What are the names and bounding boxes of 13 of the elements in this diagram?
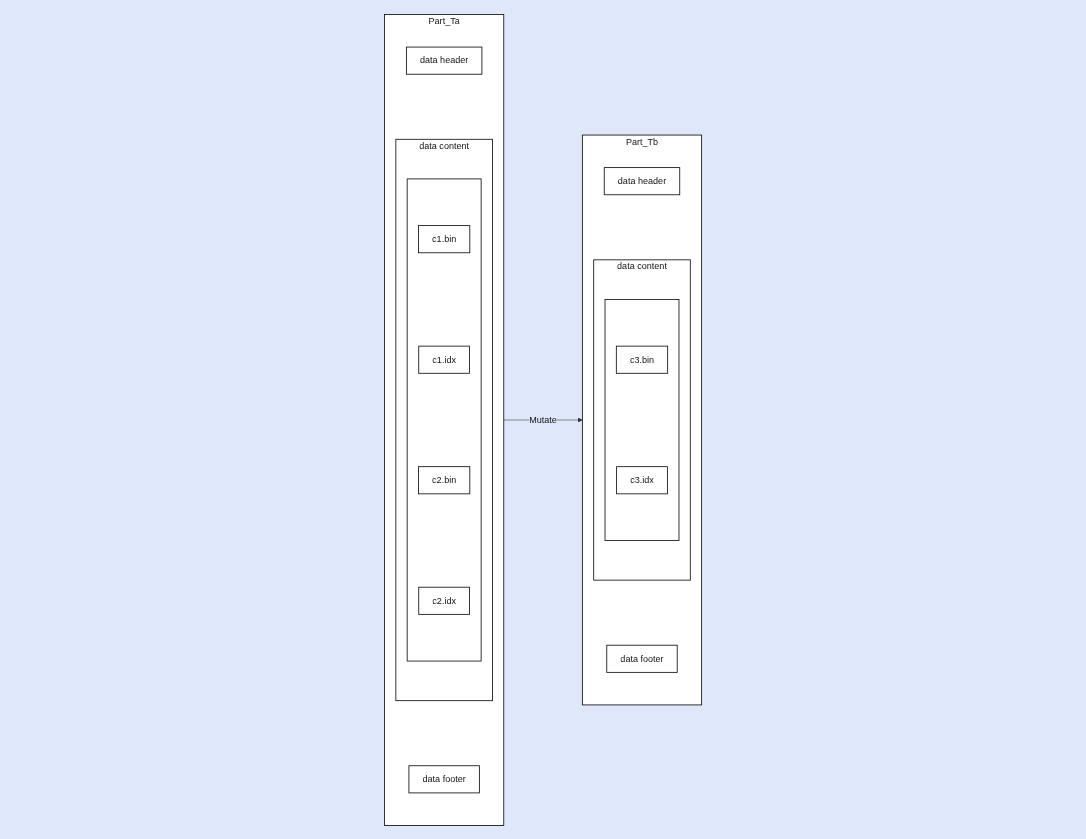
node-box: data footer [606,644,678,673]
node-box: data header [603,166,681,195]
node-box: data footer [408,764,480,793]
node-box: c1.bin [417,224,471,253]
node-box: c2.bin [417,465,471,494]
cluster [604,298,680,541]
cluster [406,178,482,661]
node-box: c2.idx [418,586,470,615]
node-box: c3.bin [615,345,668,374]
node-box: c3.idx [616,465,668,494]
node-box: c1.idx [418,345,470,374]
node-box: data header [405,46,483,75]
edge-label: Mutate [529,414,557,425]
